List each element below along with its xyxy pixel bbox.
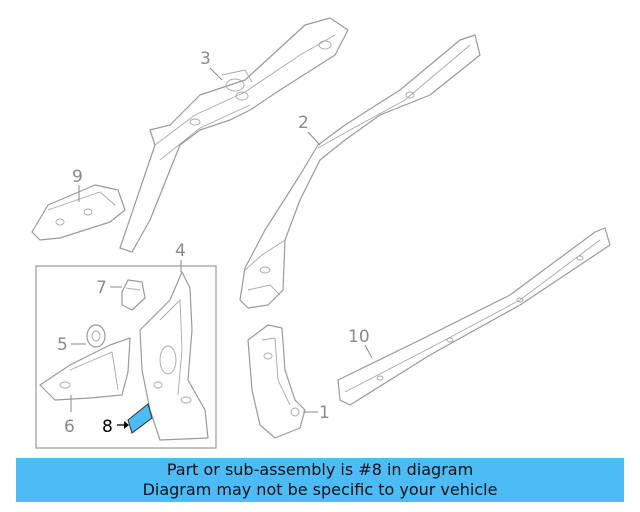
callout-7: 7 [96, 278, 107, 298]
leader-8-arrow-icon [124, 421, 129, 429]
part-5-grommet[interactable] [86, 324, 106, 348]
part-2-outer-pillar[interactable] [239, 34, 481, 309]
part-9-bracket[interactable] [31, 184, 126, 241]
part-1-lower-reinforcement[interactable] [247, 324, 306, 439]
callout-6: 6 [64, 417, 75, 437]
callout-5: 5 [57, 335, 68, 355]
info-banner: Part or sub-assembly is #8 in diagram Di… [16, 458, 624, 502]
sub-assembly-box [35, 265, 217, 449]
part-8-patch[interactable] [127, 403, 153, 434]
callout-1: 1 [319, 403, 330, 423]
banner-line-1: Part or sub-assembly is #8 in diagram [166, 460, 474, 479]
leader-2 [307, 131, 321, 146]
parts-diagram: 1 2 3 4 5 6 7 8 9 10 [31, 17, 611, 449]
part-6-lower-pillar[interactable] [39, 337, 131, 401]
leader-3 [209, 67, 223, 81]
callout-9: 9 [72, 167, 83, 187]
part-4-center-pillar[interactable] [139, 271, 209, 441]
callout-3: 3 [200, 49, 211, 69]
part-3-roof-rail[interactable] [119, 17, 349, 253]
callout-8: 8 [102, 417, 113, 437]
leader-10 [364, 344, 373, 359]
part-10-rocker[interactable] [337, 227, 611, 406]
part-7-bracket[interactable] [121, 279, 146, 311]
callout-2: 2 [298, 113, 309, 133]
callout-4: 4 [175, 241, 186, 261]
callout-10: 10 [348, 327, 370, 347]
banner-line-2: Diagram may not be specific to your vehi… [142, 480, 498, 499]
